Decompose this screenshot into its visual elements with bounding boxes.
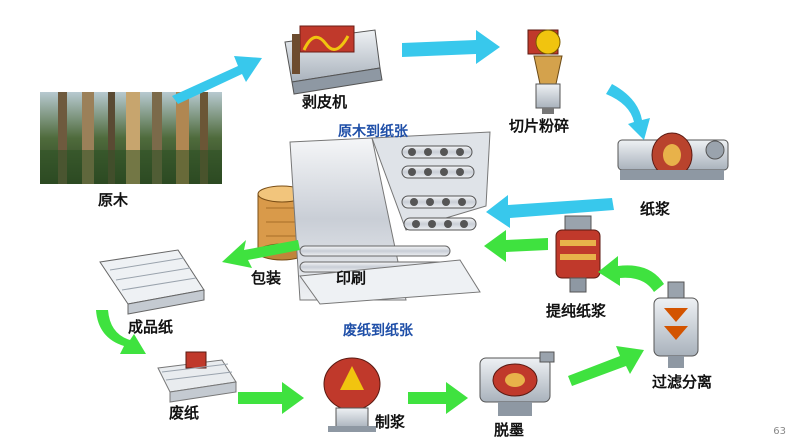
label-debarker: 剥皮机 xyxy=(302,93,348,111)
finished-paper-stack xyxy=(99,249,205,315)
arrow-filter-to-refined xyxy=(598,256,664,292)
label-deink: 脱墨 xyxy=(494,421,525,439)
forest-photo xyxy=(40,92,222,184)
arrow-log-to-debarker xyxy=(172,56,262,104)
filter-separator xyxy=(653,281,699,368)
arrow-chipper-to-pulp xyxy=(606,84,650,140)
pulping-tank xyxy=(323,357,381,432)
arrow-pulp-to-machine xyxy=(486,195,614,228)
label-finished-paper: 成品纸 xyxy=(128,318,174,336)
green-arrows xyxy=(96,230,664,414)
title-waste-to-paper: 废纸到纸张 xyxy=(343,323,413,339)
label-chipper: 切片粉碎 xyxy=(509,117,570,135)
arrow-refined-to-machine xyxy=(484,230,548,262)
label-log: 原木 xyxy=(98,191,129,209)
arrow-debarker-to-chipper xyxy=(402,30,500,64)
label-printing: 印刷 xyxy=(336,269,367,287)
cyan-arrows xyxy=(172,30,650,228)
label-refined-pulp: 提纯纸浆 xyxy=(546,302,607,320)
label-waste-paper: 废纸 xyxy=(169,404,200,422)
title-log-to-paper: 原木到纸张 xyxy=(338,124,408,140)
deinking-machine xyxy=(479,351,555,416)
refined-pulp-tank xyxy=(555,215,601,293)
label-packaging: 包装 xyxy=(251,269,282,287)
arrow-finished-to-waste xyxy=(96,310,146,354)
debarker-machine xyxy=(284,25,383,95)
page-number: 63 xyxy=(773,426,786,437)
arrow-machine-to-finished xyxy=(222,240,300,268)
label-pulping: 制浆 xyxy=(375,413,406,431)
label-pulp: 纸浆 xyxy=(640,200,671,218)
label-filter: 过滤分离 xyxy=(652,373,713,391)
chipper-machine xyxy=(527,29,563,114)
arrow-waste-to-pulping xyxy=(238,382,304,414)
pulp-machine xyxy=(617,132,729,180)
paper-machine xyxy=(289,131,491,305)
arrow-pulping-to-deink xyxy=(408,382,468,414)
arrow-deink-to-filter xyxy=(568,346,644,386)
waste-paper-bundle xyxy=(157,351,237,403)
